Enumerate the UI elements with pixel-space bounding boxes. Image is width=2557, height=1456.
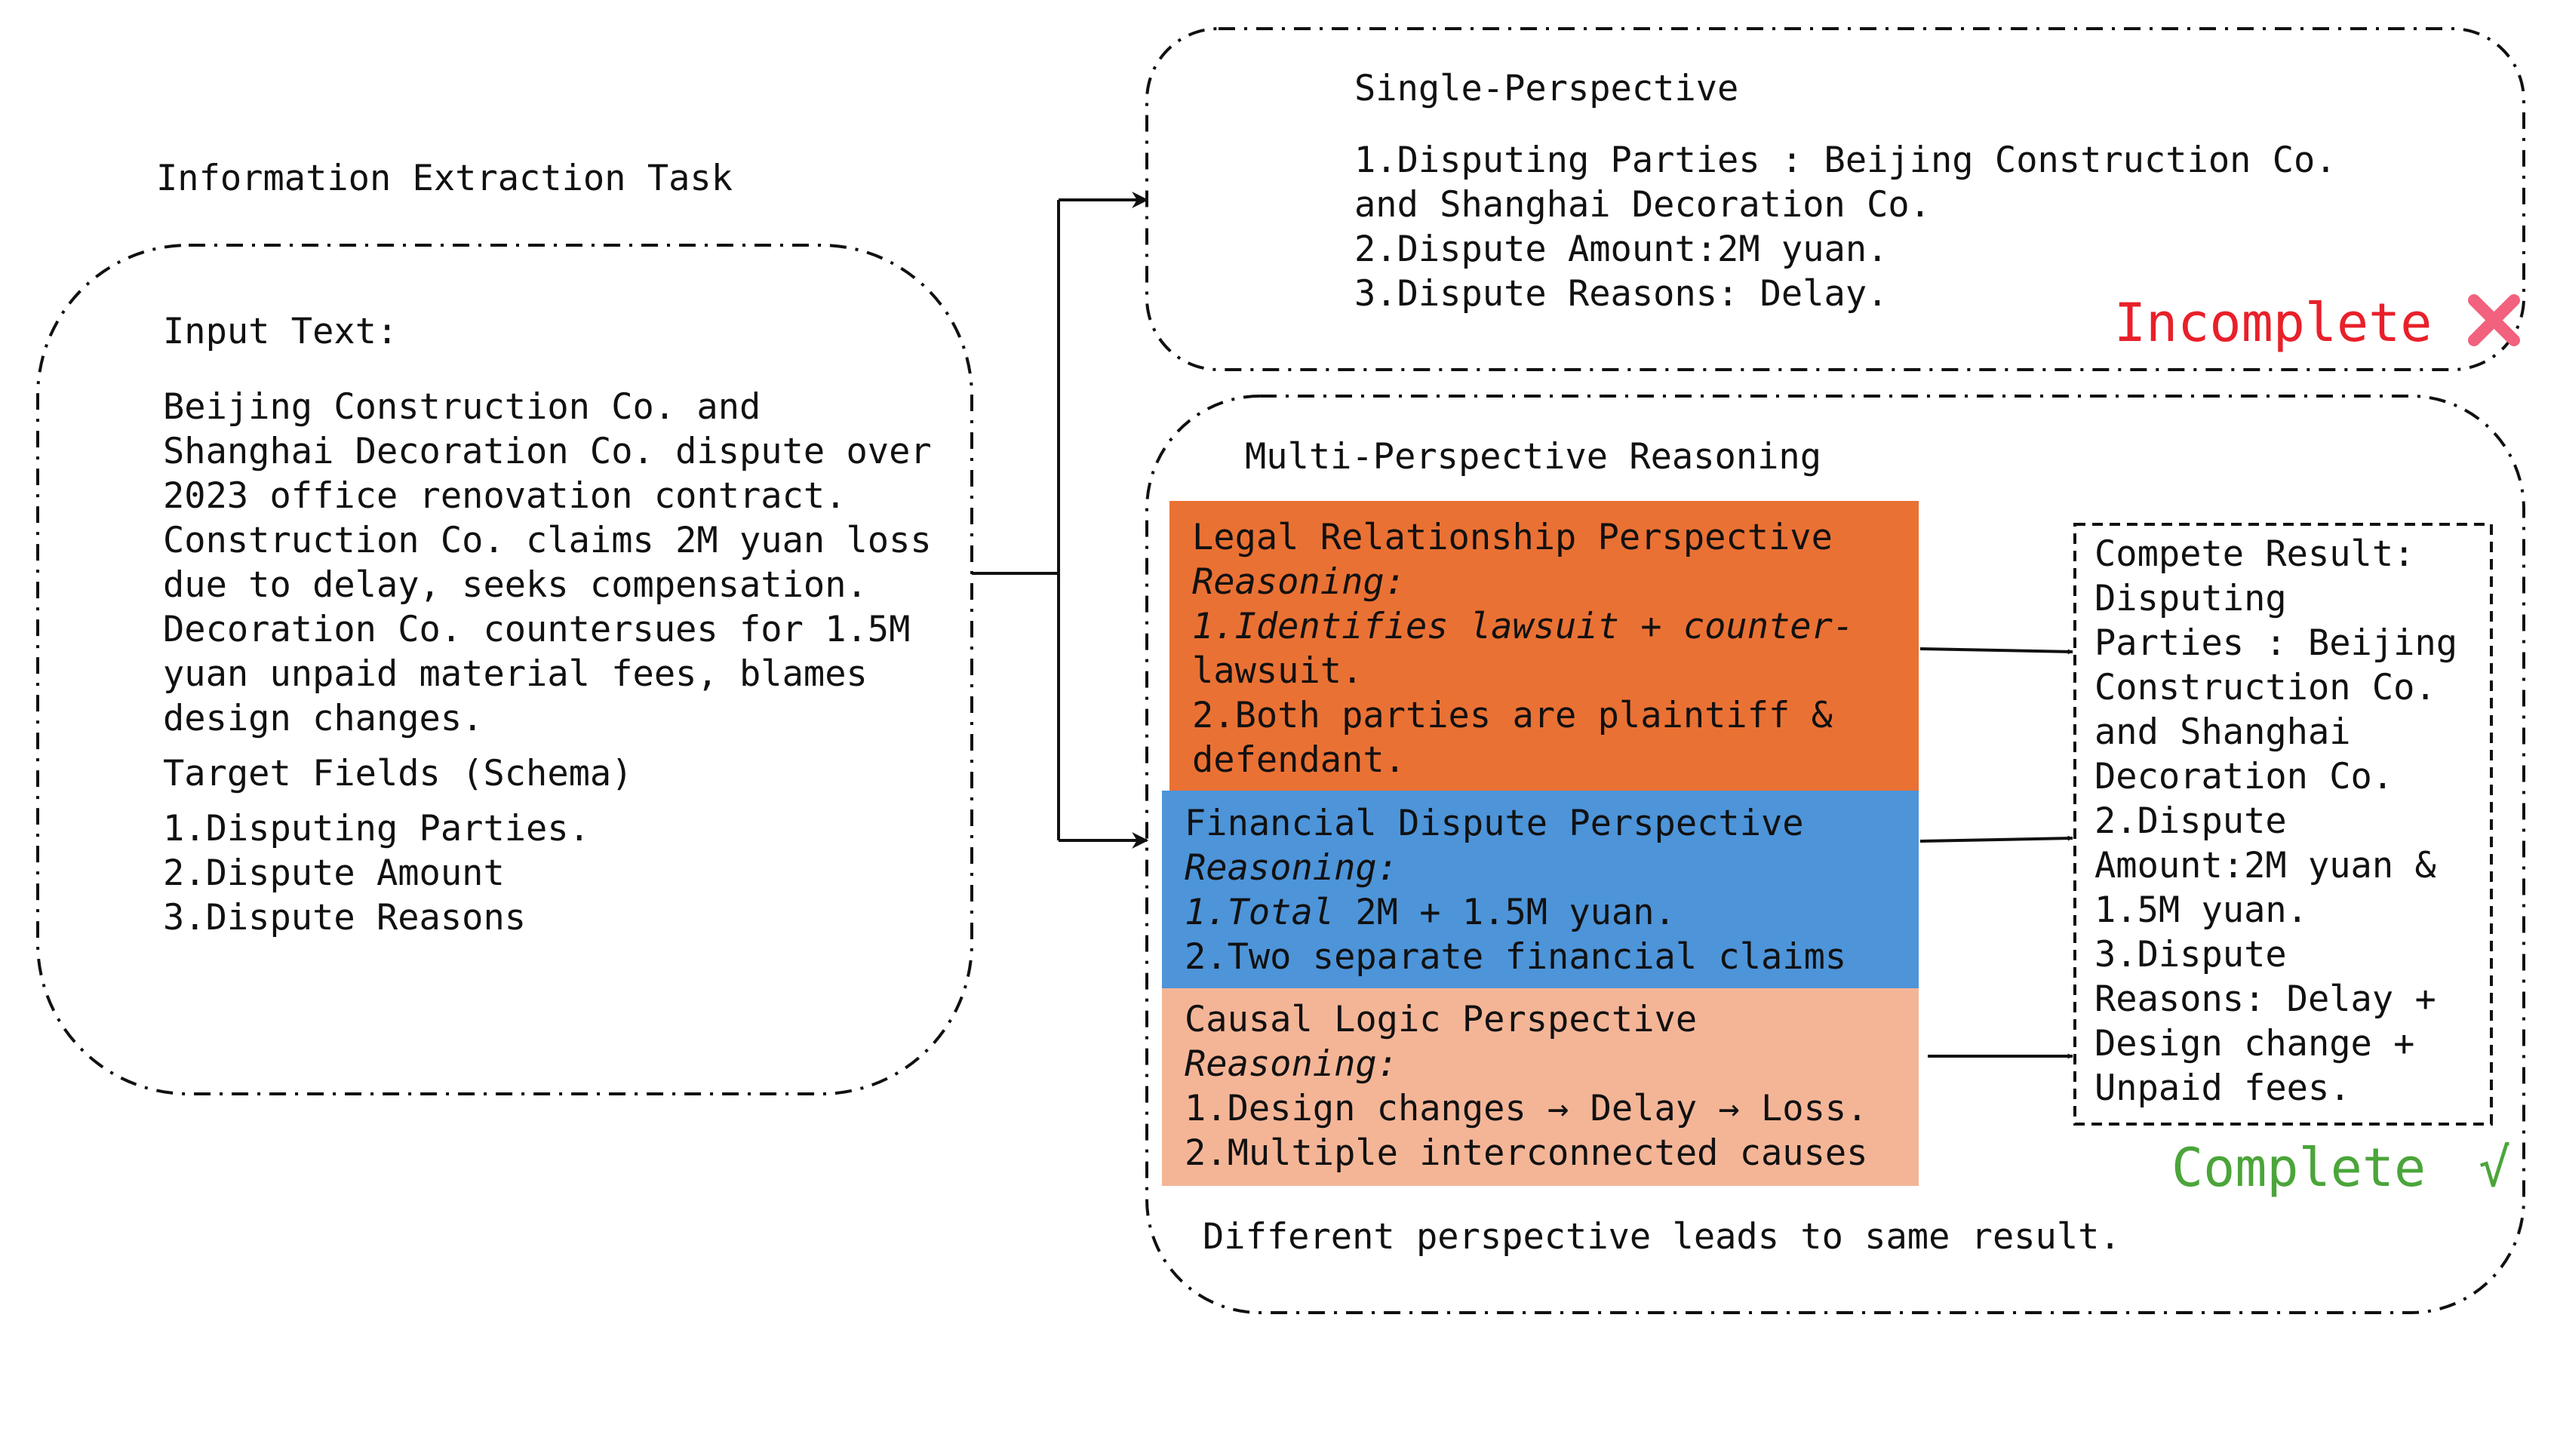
single-line: 2.Dispute Amount:2M yuan. xyxy=(1354,229,1889,270)
input-body: Beijing Construction Co. and Shanghai De… xyxy=(163,385,932,741)
financial-line: 2.Two separate financial claims xyxy=(1185,936,1847,978)
arrow-legal-to-result xyxy=(1919,647,2073,655)
single-line: 3.Dispute Reasons: Delay. xyxy=(1354,273,1889,315)
multi-footer: Different perspective leads to same resu… xyxy=(1203,1216,2121,1258)
result-line: Construction Co. xyxy=(2094,667,2436,708)
schema-field: 1.Disputing Parties. xyxy=(163,808,590,849)
input-line: due to delay, seeks compensation. xyxy=(163,564,868,606)
result-line: Unpaid fees. xyxy=(2094,1067,2351,1109)
causal-perspective-text: Causal Logic Perspective Reasoning: 1.De… xyxy=(1185,997,1867,1175)
input-heading: Input Text: xyxy=(163,311,398,352)
single-title: Single-Perspective xyxy=(1354,68,1739,109)
financial-perspective-text: Financial Dispute Perspective Reasoning:… xyxy=(1185,801,1846,979)
legal-perspective-box xyxy=(1169,501,1919,791)
legal-line: 1.Identifies lawsuit + counter- xyxy=(1192,606,1855,647)
causal-reasoning-label: Reasoning: xyxy=(1185,1043,1398,1085)
task-title: Information Extraction Task xyxy=(156,158,733,199)
result-line: Parties : Beijing xyxy=(2094,622,2458,664)
input-container xyxy=(36,244,973,1095)
financial-title: Financial Dispute Perspective xyxy=(1185,803,1804,844)
result-line: and Shanghai xyxy=(2094,711,2351,753)
financial-reasoning-label: Reasoning: xyxy=(1185,847,1398,889)
financial-perspective-box xyxy=(1162,791,1919,988)
result-line: Disputing xyxy=(2094,578,2287,619)
input-line: Decoration Co. countersues for 1.5M xyxy=(163,609,911,650)
legal-title: Legal Relationship Perspective xyxy=(1192,517,1833,558)
result-line: Reasons: Delay + xyxy=(2094,978,2436,1020)
legal-line: defendant. xyxy=(1192,739,1406,781)
complete-label: Complete xyxy=(2171,1137,2426,1199)
cross-icon xyxy=(2468,294,2520,346)
result-line: Design change + xyxy=(2094,1023,2415,1064)
arrow-financial-to-result xyxy=(1919,835,2073,843)
legal-perspective-text: Legal Relationship Perspective Reasoning… xyxy=(1192,515,1854,782)
input-line: yuan unpaid material fees, blames xyxy=(163,653,868,695)
check-icon: √ xyxy=(2479,1137,2511,1199)
single-line: and Shanghai Decoration Co. xyxy=(1354,184,1932,226)
financial-line-rest: 2M + 1.5M yuan. xyxy=(1334,892,1676,933)
legal-line: 2.Both parties are plaintiff & xyxy=(1192,695,1833,736)
causal-line: 2.Multiple interconnected causes xyxy=(1185,1132,1868,1174)
single-line: 1.Disputing Parties : Beijing Constructi… xyxy=(1354,140,2337,181)
input-text-block: Input Text: Beijing Construction Co. and… xyxy=(163,309,932,940)
result-box xyxy=(2073,523,2493,1126)
schema-fields: 1.Disputing Parties. 2.Dispute Amount 3.… xyxy=(163,806,932,940)
causal-line: 1.Design changes → Delay → Loss. xyxy=(1185,1088,1868,1129)
result-line: 2.Dispute xyxy=(2094,800,2287,842)
incomplete-label: Incomplete xyxy=(2114,292,2433,354)
legal-reasoning-label: Reasoning: xyxy=(1192,561,1406,603)
financial-line: 1.Total 2M + 1.5M yuan. xyxy=(1185,890,1846,935)
input-line: Construction Co. claims 2M yuan loss xyxy=(163,520,932,561)
input-line: Beijing Construction Co. and xyxy=(163,386,761,428)
legal-line: lawsuit. xyxy=(1192,650,1363,692)
multi-perspective-container xyxy=(1145,395,2525,1314)
result-line: Amount:2M yuan & xyxy=(2094,845,2436,886)
multi-title: Multi-Perspective Reasoning xyxy=(1245,436,1822,478)
financial-line-italic: 1.Total xyxy=(1185,892,1335,933)
result-line: 1.5M yuan. xyxy=(2094,889,2308,931)
single-result-lines: 1.Disputing Parties : Beijing Constructi… xyxy=(1354,138,2337,316)
input-line: design changes. xyxy=(163,698,484,739)
causal-title: Causal Logic Perspective xyxy=(1185,999,1698,1040)
result-line: Decoration Co. xyxy=(2094,756,2394,797)
schema-field: 3.Dispute Reasons xyxy=(163,897,527,938)
result-line: Compete Result: xyxy=(2094,533,2415,575)
schema-heading: Target Fields (Schema) xyxy=(163,753,633,794)
input-line: Shanghai Decoration Co. dispute over xyxy=(163,431,932,472)
causal-perspective-box xyxy=(1162,988,1919,1186)
result-text: Compete Result: Disputing Parties : Beij… xyxy=(2094,532,2457,1110)
result-line: 3.Dispute xyxy=(2094,934,2287,975)
input-line: 2023 office renovation contract. xyxy=(163,475,847,517)
schema-field: 2.Dispute Amount xyxy=(163,852,505,894)
